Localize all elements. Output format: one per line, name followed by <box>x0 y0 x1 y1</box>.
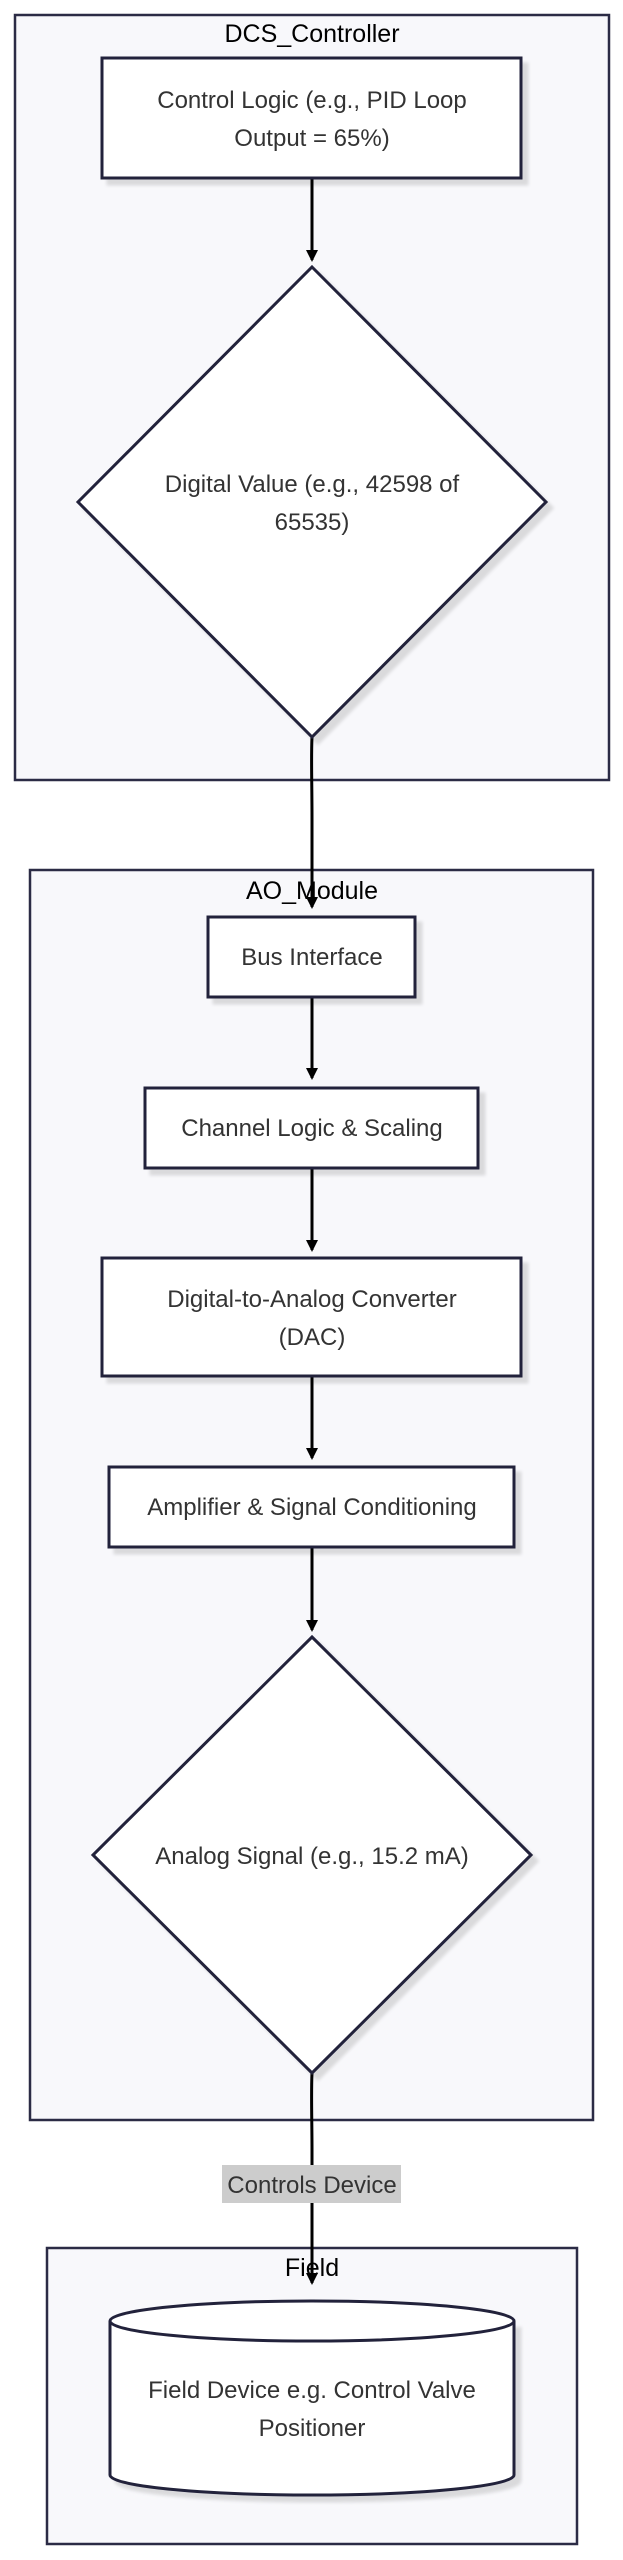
node-field-device-line2: Positioner <box>259 2415 366 2442</box>
node-amplifier-label: Amplifier & Signal Conditioning <box>147 1494 477 1521</box>
cluster-dcs-controller-label: DCS_Controller <box>224 20 399 48</box>
node-analog-signal: Analog Signal (e.g., 15.2 mA) <box>90 1634 534 2076</box>
node-dac-line1: Digital-to-Analog Converter <box>167 1286 456 1313</box>
node-channel-logic-label: Channel Logic & Scaling <box>181 1115 443 1142</box>
node-bus-interface: Bus Interface <box>206 915 417 999</box>
node-digital-value-line2: 65535) <box>275 509 350 536</box>
edge-label-controls-device-text: Controls Device <box>227 2172 396 2199</box>
node-field-device-line1: Field Device e.g. Control Valve <box>148 2377 476 2404</box>
node-dac-line2: (DAC) <box>279 1324 346 1351</box>
node-channel-logic: Channel Logic & Scaling <box>143 1086 480 1170</box>
node-digital-value-line1: Digital Value (e.g., 42598 of <box>165 471 460 498</box>
node-analog-signal-label: Analog Signal (e.g., 15.2 mA) <box>155 1843 469 1870</box>
node-control-logic: Control Logic (e.g., PID Loop Output = 6… <box>100 56 523 180</box>
node-dac: Digital-to-Analog Converter (DAC) <box>100 1256 523 1378</box>
node-digital-value: Digital Value (e.g., 42598 of 65535) <box>75 264 549 740</box>
node-field-device: Field Device e.g. Control Valve Position… <box>108 2299 516 2497</box>
edge-label-controls-device: Controls Device <box>222 2165 401 2203</box>
node-control-logic-line2: Output = 65%) <box>234 125 389 152</box>
node-amplifier: Amplifier & Signal Conditioning <box>107 1465 516 1549</box>
node-control-logic-line1: Control Logic (e.g., PID Loop <box>157 87 467 114</box>
node-bus-interface-label: Bus Interface <box>241 944 382 971</box>
